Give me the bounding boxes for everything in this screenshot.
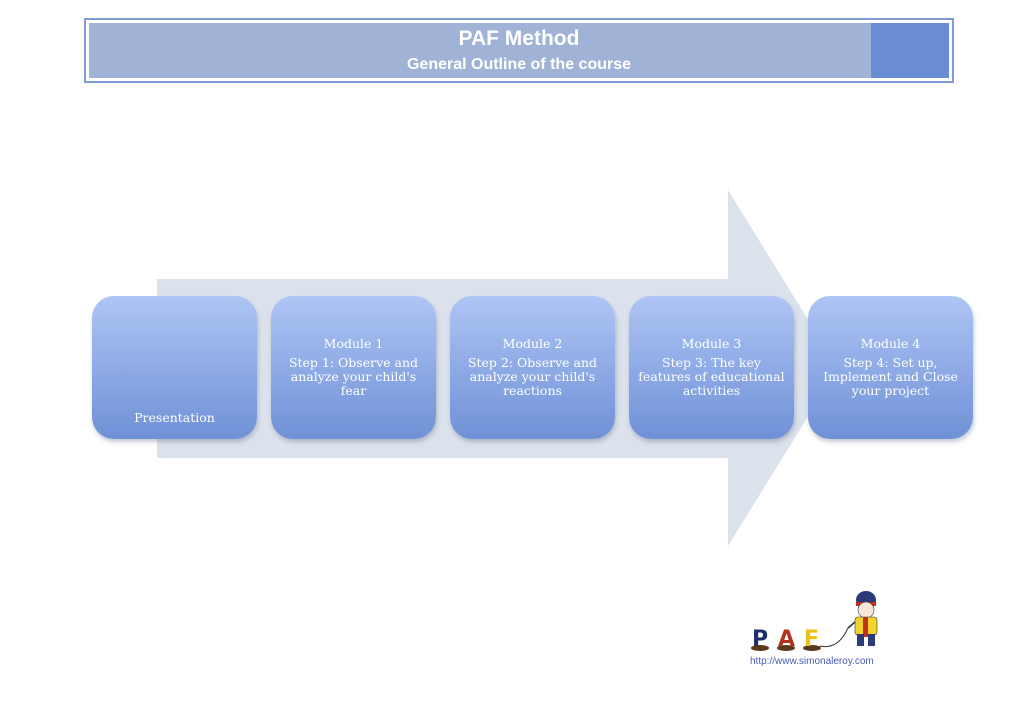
step-text: Step 4: Set up, Implement and Close your…	[823, 355, 958, 398]
step-box-module-3: Module 3 Step 3: The key features of edu…	[629, 296, 794, 439]
header-fill: PAF Method General Outline of the course	[89, 23, 949, 78]
leash-line	[819, 627, 849, 648]
step-text: Step 1: Observe and analyze your child's…	[288, 355, 419, 398]
logo-letter-f: F	[804, 627, 819, 652]
step-text: Presentation	[134, 410, 215, 425]
step-text: Step 3: The key features of educational …	[638, 355, 785, 398]
logo-letters: P A F	[751, 627, 821, 652]
module-label: Module 4	[860, 336, 921, 351]
page-subtitle: General Outline of the course	[406, 56, 632, 73]
step-box-module-4: Module 4 Step 4: Set up, Implement and C…	[808, 296, 973, 439]
page-title: PAF Method	[458, 27, 580, 50]
logo-letter-a: A	[778, 627, 795, 652]
header-banner: PAF Method General Outline of the course	[84, 18, 954, 83]
module-label: Module 2	[502, 336, 563, 351]
module-label: Module 3	[681, 336, 742, 351]
module-label: Module 1	[323, 336, 384, 351]
step-box-presentation: Presentation	[92, 296, 257, 439]
website-url: http://www.simonaleroy.com	[750, 656, 874, 667]
step-box-module-2: Module 2 Step 2: Observe and analyze you…	[450, 296, 615, 439]
child-figure-icon	[847, 591, 878, 646]
logo-letter-p: P	[752, 627, 768, 652]
header-accent-block	[871, 23, 949, 78]
step-box-module-1: Module 1 Step 1: Observe and analyze you…	[271, 296, 436, 439]
paf-logo: P A F	[751, 591, 878, 652]
step-text: Step 2: Observe and analyze your child's…	[467, 355, 598, 398]
